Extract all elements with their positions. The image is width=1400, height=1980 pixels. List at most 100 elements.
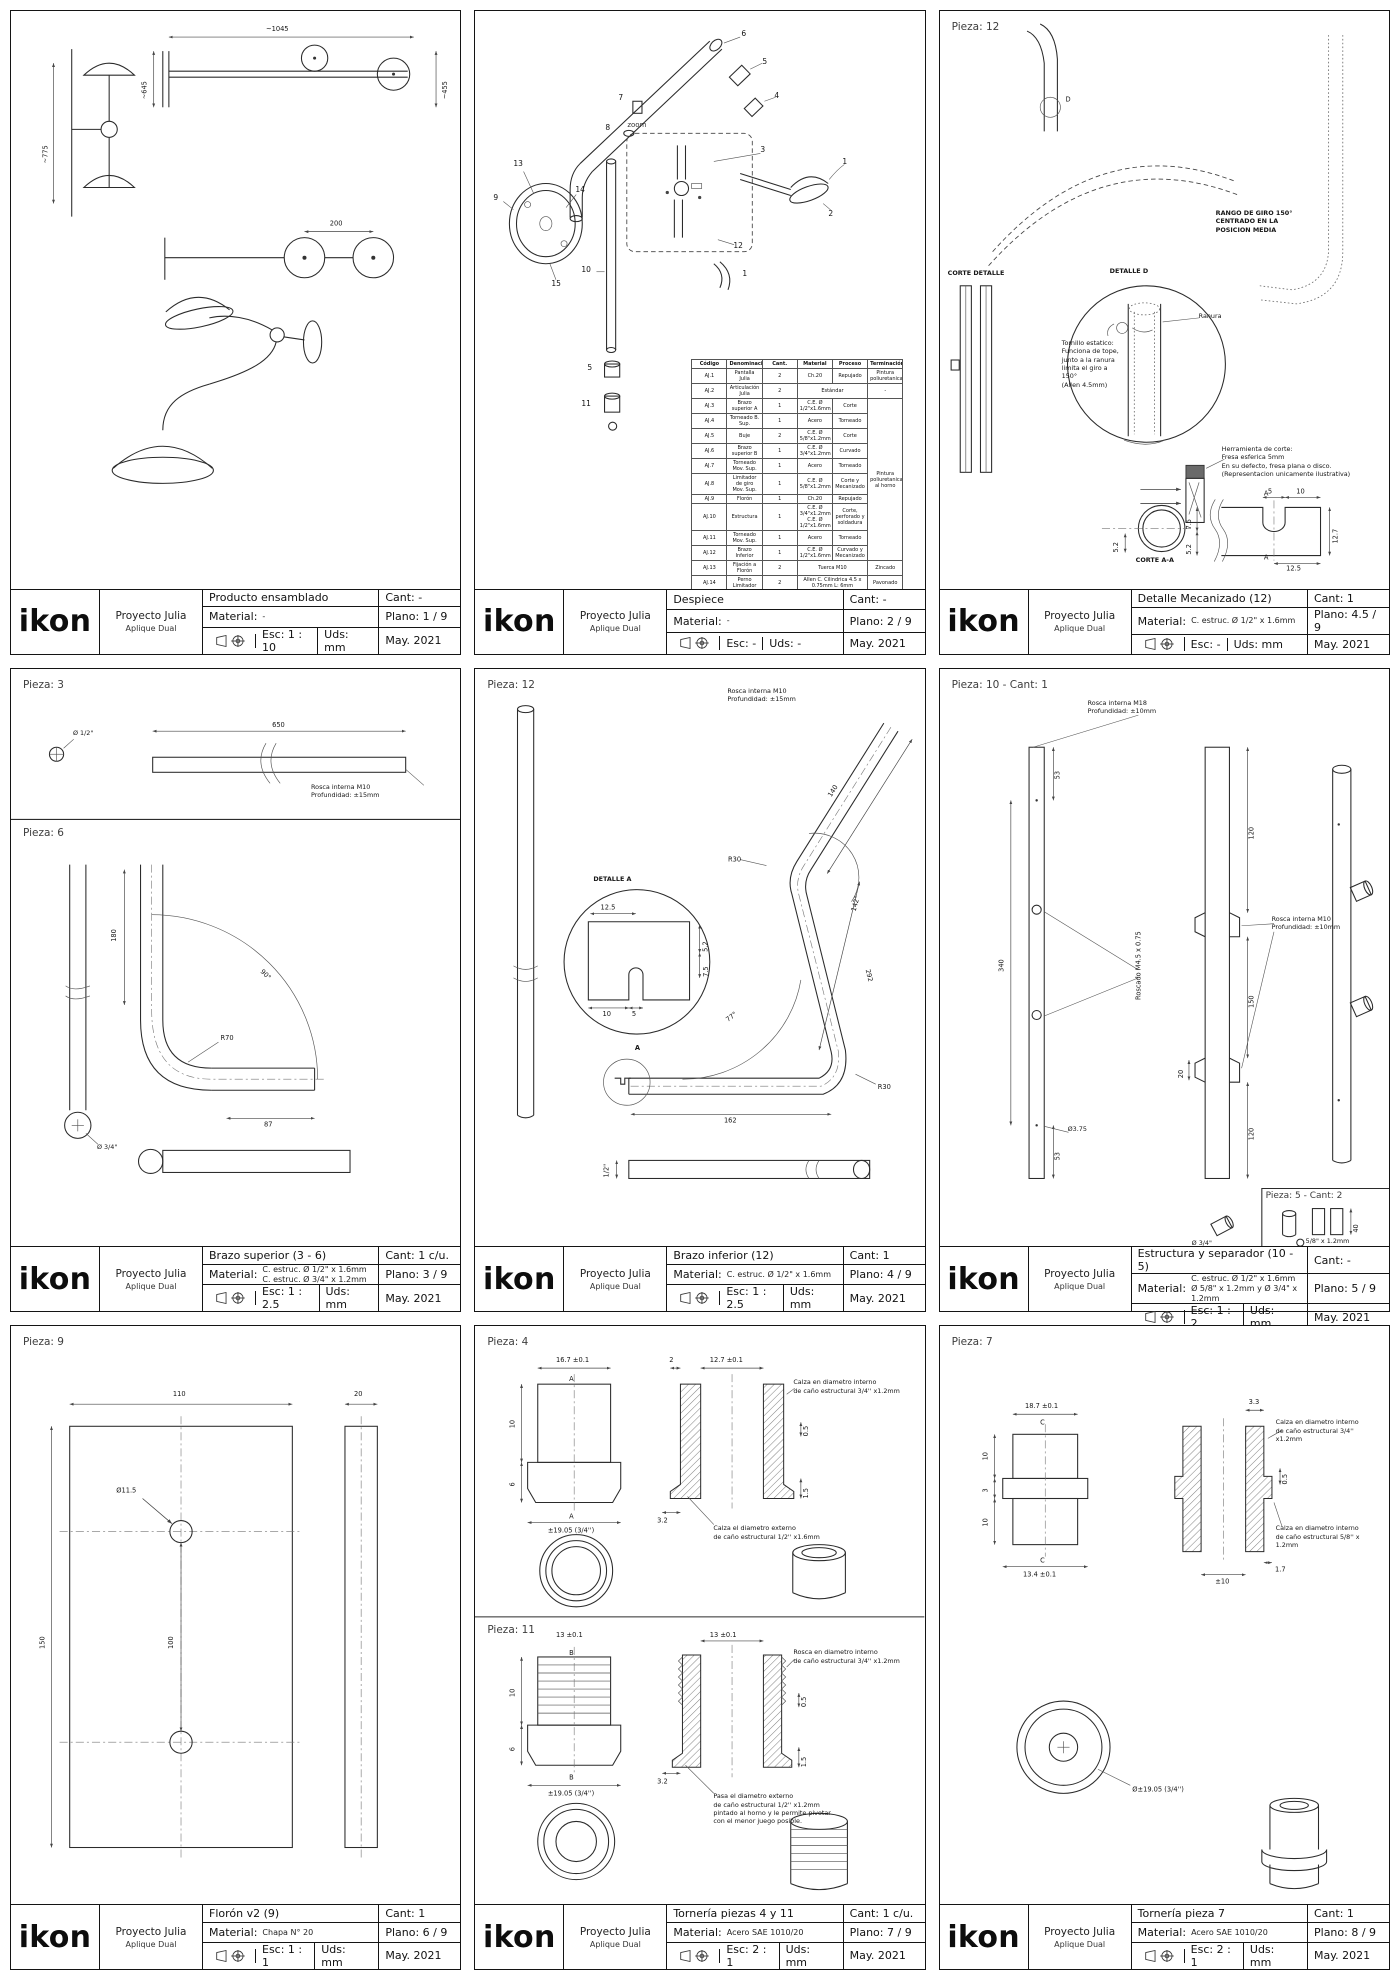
- date-field: May. 2021: [378, 1942, 460, 1969]
- title-block: ikon Proyecto Julia Aplique Dual Florón …: [11, 1904, 461, 1969]
- bom-cell: Buje: [726, 428, 763, 444]
- title-block: ikon Proyecto Julia Aplique Dual Tornerí…: [939, 1904, 1389, 1969]
- ikon-logo: ikon: [11, 1247, 100, 1312]
- dim-label: 53: [1053, 771, 1061, 779]
- callout-8: 8: [605, 123, 611, 132]
- dim-label: 5.2: [702, 941, 710, 951]
- dim-label: 16.7 ±0.1: [556, 1356, 589, 1364]
- bom-cell: 1: [761, 494, 798, 504]
- structure-drawing: 53 340 53 120 150 20 120 Roscado M4.5 x …: [997, 714, 1389, 1247]
- dim-label: 12.5: [1286, 565, 1301, 573]
- bom-cell: Terminación: [867, 359, 904, 369]
- tube-3d-view: [1331, 764, 1373, 1164]
- bom-cell: Brazo Inferior: [726, 545, 763, 561]
- piece-5-label: Pieza: 5 - Cant: 2: [1265, 1190, 1343, 1201]
- fit-note: Calza el diametro externo de caño estruc…: [713, 1524, 820, 1541]
- dim-label: 90°: [259, 967, 273, 981]
- thread-note-m18: Rosca interna M18 Profundidad: ±10mm: [1087, 698, 1157, 715]
- scale-field: Esc: 1 : 1: [256, 1942, 316, 1969]
- material-field: Material:Chapa N° 20: [203, 1923, 379, 1943]
- dim-label: 110: [173, 1391, 186, 1399]
- drawing-area-9: 18.7 ±0.1 C C 10 3 10 13.4 ±0.1 3.3 0.5 …: [940, 1326, 1389, 1904]
- thread-note: Rosca interna M10 Profundidad: ±15mm: [727, 686, 796, 703]
- callout-6: 6: [741, 29, 747, 38]
- ikon-logo: ikon: [940, 589, 1029, 654]
- bom-cell: Corte y Mecanizado: [831, 473, 869, 495]
- dim-label: 150: [38, 1637, 46, 1650]
- bom-cell: Corte, perforado y soldadura: [831, 503, 869, 531]
- sheet-title: Estructura y separador (10 - 5): [1131, 1247, 1307, 1275]
- ranura-label: Ranura: [1198, 312, 1222, 320]
- material-value: C. estruc. Ø 1/2" x 1.6mm: [262, 1265, 367, 1275]
- callout-1b: 1: [742, 269, 748, 278]
- first-angle-projection-icon: [1144, 638, 1174, 651]
- dim-label: 5.2: [1185, 544, 1193, 554]
- drawing-area-6: 53 340 53 120 150 20 120 Roscado M4.5 x …: [940, 669, 1389, 1247]
- tornillo-note: Tornillo estatico: Funciona de tope, jun…: [1061, 339, 1119, 389]
- callout-7: 7: [618, 93, 624, 102]
- detail-marker: D: [1065, 95, 1070, 103]
- sheet-title: Detalle Mecanizado (12): [1131, 590, 1307, 609]
- bom-cell: Torneado Mov. Sup.: [726, 530, 763, 546]
- bom-table: CódigoDenominaciónCant.MaterialProcesoTe…: [691, 359, 904, 589]
- title-block-fields: Despiece Cant: - Material:- Plano: 2 / 9…: [667, 589, 925, 654]
- sheet-floron: 110 20 100 150 Ø11.5 Pieza: 9 ikon Proye…: [10, 1325, 462, 1970]
- side-view: [164, 230, 395, 280]
- round-view: [1016, 1700, 1131, 1795]
- plano-field: Plano: 8 / 9: [1307, 1922, 1389, 1943]
- project-cell: Proyecto Julia Aplique Dual: [100, 589, 203, 654]
- quantity-field: Cant: 1 c/u.: [842, 1905, 925, 1923]
- pieza-11-section: [662, 1639, 801, 1794]
- bom-cell: C.E. Ø 3/4"x1.2mm: [796, 443, 833, 459]
- pieza-4-outline: [520, 1367, 622, 1525]
- project-subtitle: Aplique Dual: [1054, 1281, 1106, 1291]
- sheet-despiece: zoom 6 5 4 1 2 3 12 1 7 8 13 9 14 15 10 …: [474, 10, 926, 655]
- plano-field: Plano: 4 / 9: [842, 1265, 925, 1286]
- bom-cell: Pintura poliuretanica al horno: [867, 398, 904, 561]
- detalle-d-circle: [1066, 285, 1226, 445]
- dim-label: 20: [354, 1391, 362, 1399]
- projection-symbol-cell: [673, 636, 721, 651]
- exploded-view-drawing: [503, 36, 845, 431]
- projection-symbol-cell: [1138, 637, 1185, 652]
- plano-field: Plano: 3 / 9: [378, 1265, 461, 1286]
- pieza-11-round-views: [537, 1803, 849, 1891]
- dim-label: 292: [864, 968, 875, 982]
- exploded-parts: [503, 36, 845, 431]
- dim-label: 120: [1247, 1127, 1255, 1140]
- title-block: ikon Proyecto Julia Aplique Dual Detalle…: [939, 588, 1389, 654]
- callout-3: 3: [760, 145, 766, 154]
- title-block: ikon Proyecto Julia Aplique Dual Product…: [11, 588, 461, 654]
- callout-4: 4: [774, 91, 780, 100]
- bom-cell: Limitador de giro Mov. Sup.: [726, 473, 763, 495]
- date-field: May. 2021: [842, 1285, 925, 1312]
- bom-cell: 2: [761, 368, 798, 384]
- bom-cell: 1: [761, 473, 798, 495]
- project-name: Proyecto Julia: [579, 1925, 651, 1938]
- dim-label: 12.7: [1331, 529, 1339, 544]
- dim-label: ~645: [141, 81, 149, 99]
- title-block: ikon Proyecto Julia Aplique Dual Despiec…: [475, 588, 925, 654]
- bom-cell: Ch.20: [796, 368, 833, 384]
- callout-2: 2: [828, 209, 834, 218]
- dim-label: 100: [167, 1637, 175, 1650]
- dim-label: Ø11.5: [116, 1487, 136, 1495]
- ikon-logo: ikon: [475, 1247, 565, 1312]
- perspective-view: [111, 296, 323, 484]
- project-name: Proyecto Julia: [1044, 610, 1116, 623]
- sheet-detalle-mecanizado: D 5 10 7.5 5.2 12.7 12.5 5.2 A A Pieza: …: [938, 10, 1390, 655]
- bom-cell: 1: [761, 458, 798, 474]
- dim-label: 0.5: [800, 1697, 808, 1707]
- section-marker: A: [1264, 554, 1269, 562]
- bom-cell: Material: [796, 359, 833, 369]
- projection-symbol-cell: [209, 1291, 256, 1306]
- project-subtitle: Aplique Dual: [125, 624, 177, 634]
- quantity-field: Cant: -: [1307, 1247, 1389, 1275]
- dim-label: ~455: [441, 81, 449, 99]
- bom-cell: C.E. Ø 1/2"x1.6mm: [796, 545, 833, 561]
- center-bar-view: [1032, 714, 1274, 1179]
- project-name: Proyecto Julia: [115, 1925, 187, 1938]
- dim-label: ~1045: [266, 25, 289, 33]
- scale-row: Esc: 1 : 2.5 Uds: mm: [667, 1285, 842, 1312]
